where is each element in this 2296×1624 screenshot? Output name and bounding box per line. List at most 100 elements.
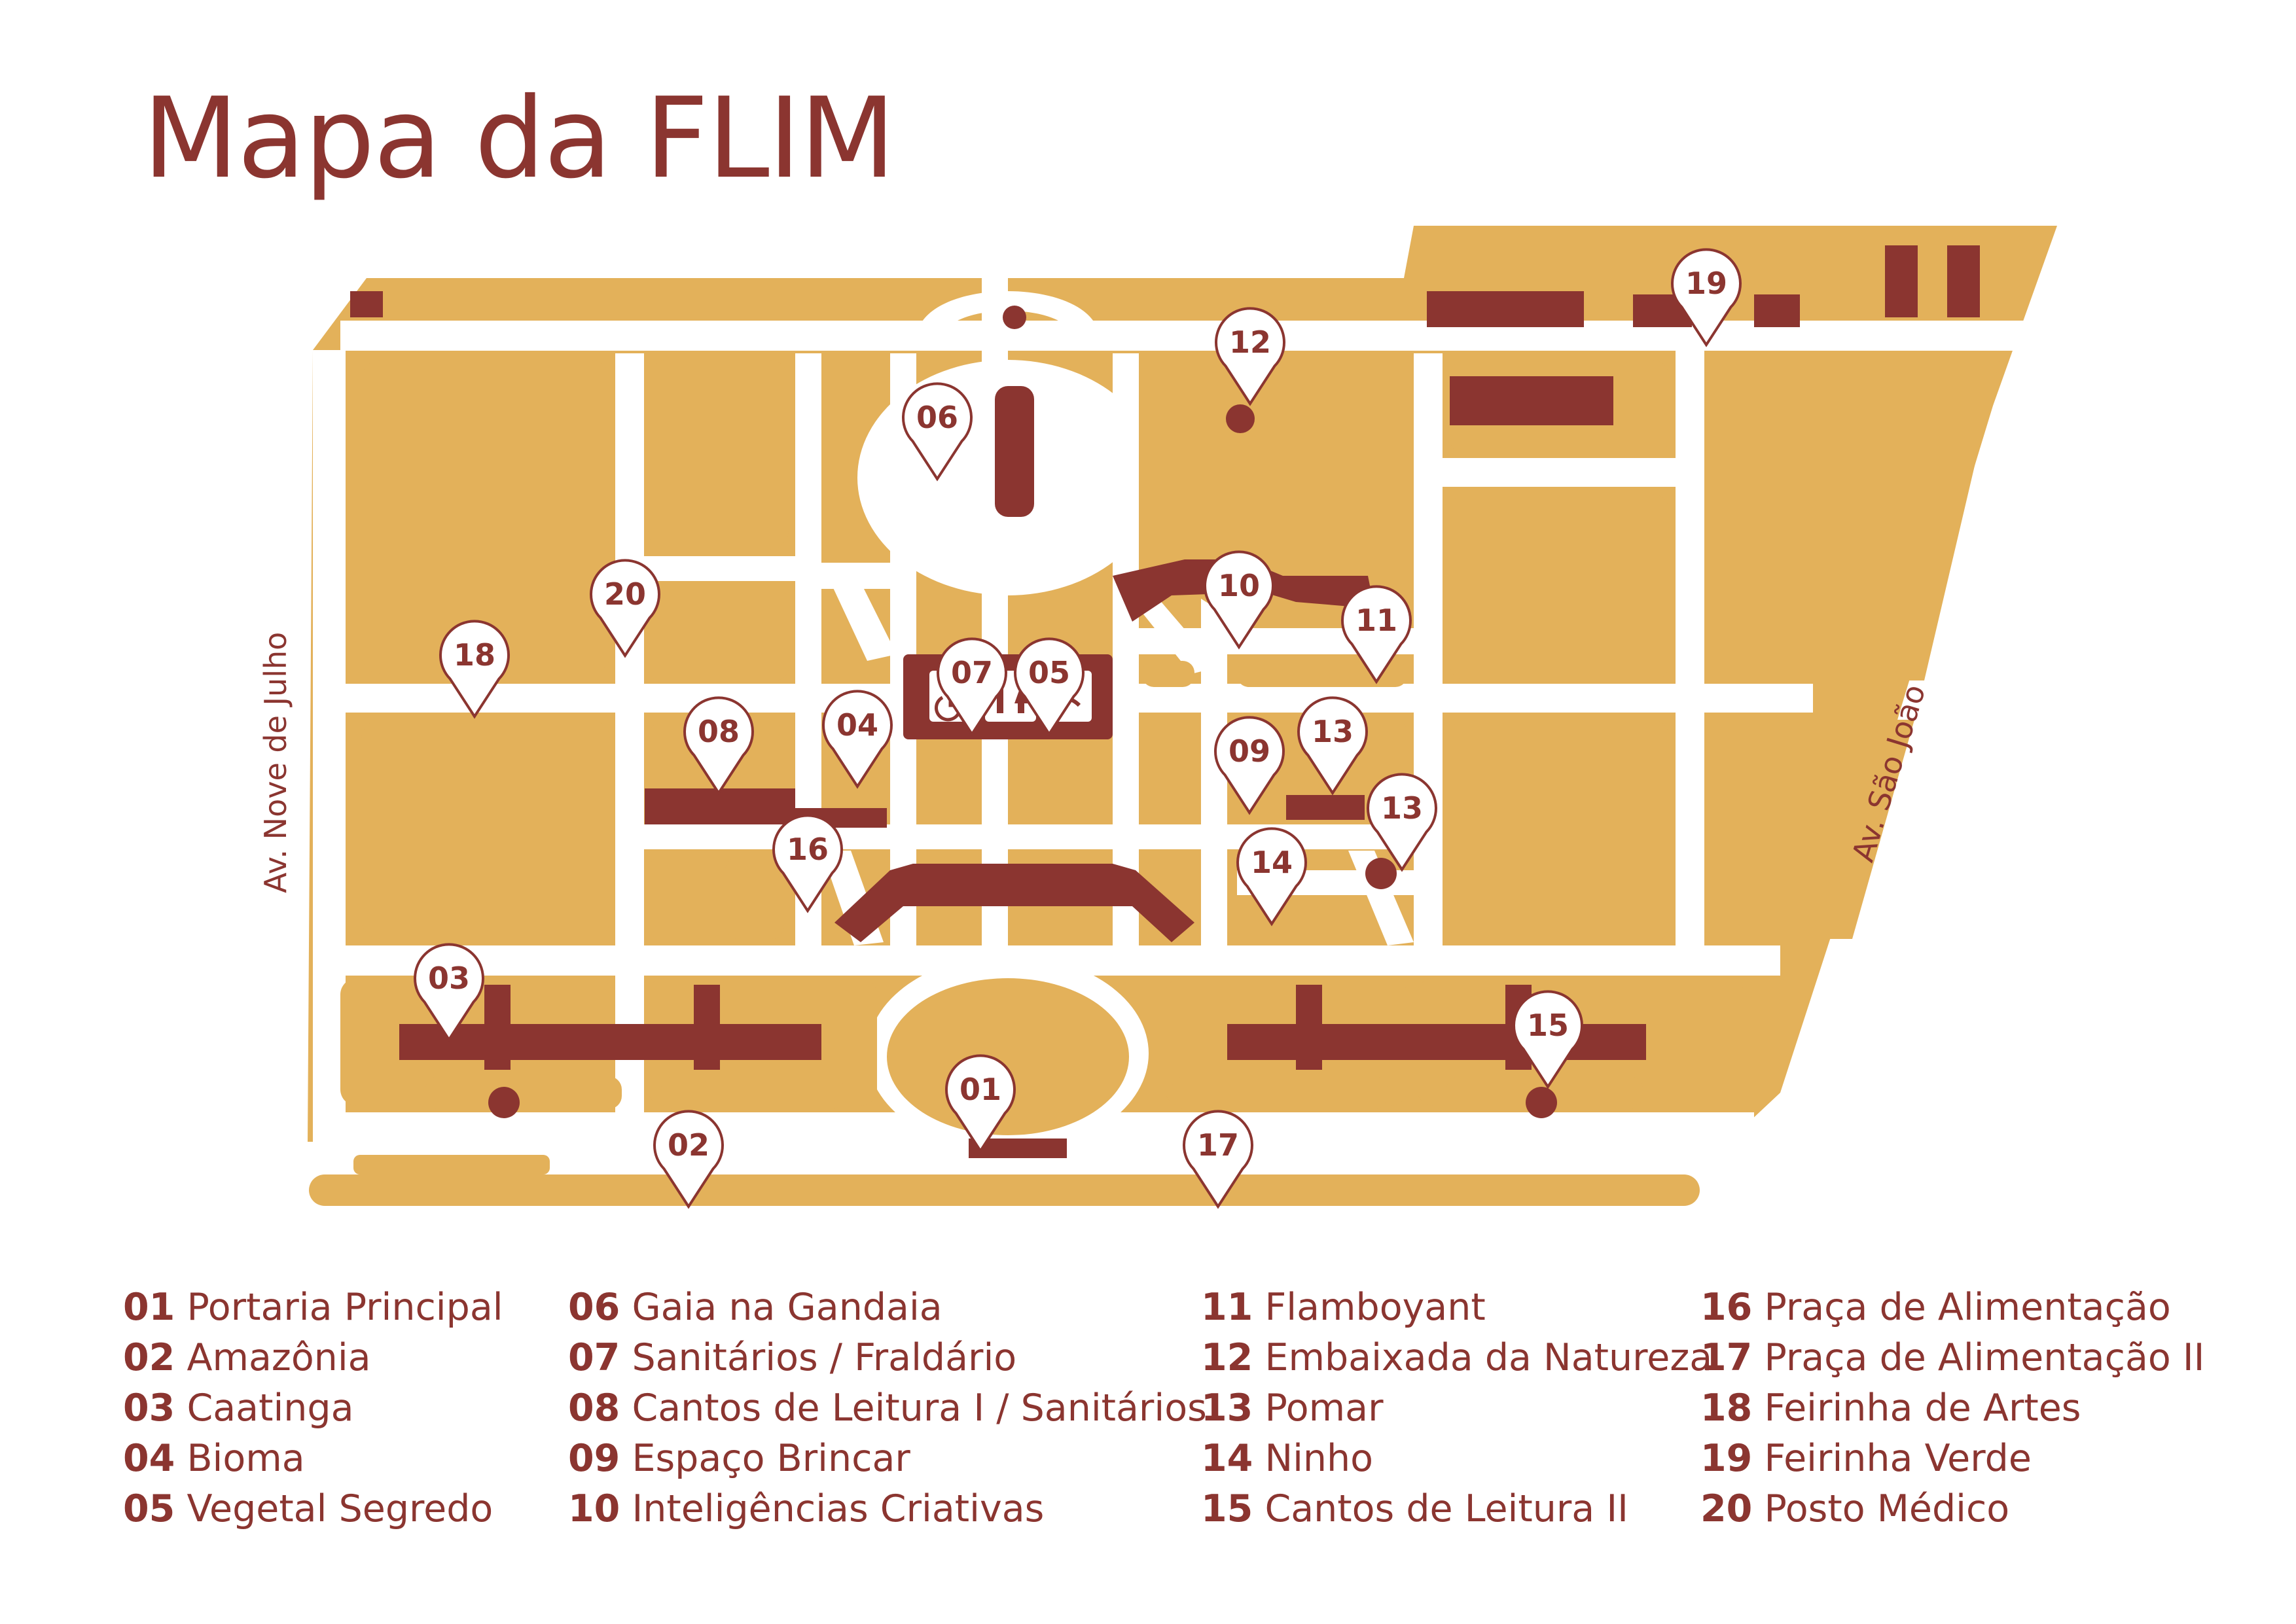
map-pin-icon — [1183, 1110, 1253, 1209]
legend-label: Pomar — [1253, 1386, 1384, 1430]
legend-item-13: 13 Pomar — [1201, 1383, 1712, 1434]
map-pin-icon — [1671, 248, 1742, 347]
pin-label: 04 — [836, 707, 878, 743]
map-pin-icon — [772, 814, 843, 913]
pin-label: 03 — [428, 961, 470, 996]
pin-label: 14 — [1251, 845, 1293, 880]
pin-11[interactable]: 11 — [1341, 585, 1412, 684]
legend-label: Ninho — [1253, 1437, 1374, 1480]
legend-label: Vegetal Segredo — [175, 1487, 493, 1530]
pin-label: 12 — [1229, 325, 1271, 360]
legend-label: Inteligências Criativas — [620, 1487, 1045, 1530]
pin-15[interactable]: 15 — [1513, 990, 1583, 1089]
legend-label: Amazônia — [175, 1336, 371, 1379]
leitura-i-building — [645, 788, 795, 824]
pin-05[interactable]: 05 — [1014, 637, 1085, 737]
pin-04[interactable]: 04 — [822, 690, 893, 789]
pin-13[interactable]: 13 — [1297, 696, 1368, 796]
map-pin-icon — [1341, 585, 1412, 684]
legend-number: 12 — [1201, 1336, 1253, 1379]
legend-label: Praça de Alimentação — [1752, 1286, 2171, 1329]
feirinha-verde-building — [1427, 291, 1584, 327]
legend-number: 19 — [1700, 1437, 1753, 1480]
pin-label: 17 — [1197, 1127, 1239, 1163]
legend-label: Cantos de Leitura I / Sanitários — [620, 1386, 1207, 1430]
pin-03[interactable]: 03 — [414, 943, 484, 1042]
legend-number: 06 — [568, 1286, 620, 1329]
legend-item-17: 17 Praça de Alimentação II — [1700, 1333, 2204, 1383]
buildings — [350, 245, 1980, 1158]
pin-02[interactable]: 02 — [653, 1110, 724, 1209]
legend-number: 18 — [1700, 1386, 1753, 1430]
pin-12[interactable]: 12 — [1215, 307, 1285, 406]
legend-number: 01 — [123, 1286, 175, 1329]
legend-label: Flamboyant — [1253, 1286, 1486, 1329]
pin-01[interactable]: 01 — [945, 1054, 1016, 1154]
map-pin-icon — [653, 1110, 724, 1209]
pin-14[interactable]: 14 — [1236, 827, 1307, 927]
pin-label: 08 — [698, 714, 740, 749]
main-building — [834, 864, 1194, 942]
legend-item-07: 07 Sanitários / Fraldário — [568, 1333, 1207, 1383]
legend-item-05: 05 Vegetal Segredo — [123, 1484, 503, 1534]
pin-08[interactable]: 08 — [683, 696, 754, 796]
legend-label: Posto Médico — [1752, 1487, 2010, 1530]
legend-label: Feirinha de Artes — [1752, 1386, 2081, 1430]
pin-label: 13 — [1381, 790, 1423, 826]
legend-item-02: 02 Amazônia — [123, 1333, 503, 1383]
map-pin-icon — [1215, 307, 1285, 406]
pin-label: 06 — [916, 400, 958, 435]
legend-number: 16 — [1700, 1286, 1753, 1329]
pin-label: 11 — [1355, 603, 1397, 638]
legend-item-09: 09 Espaço Brincar — [568, 1434, 1207, 1484]
map-title: Mapa da FLIM — [143, 74, 895, 203]
legend-item-10: 10 Inteligências Criativas — [568, 1484, 1207, 1534]
pin-06[interactable]: 06 — [902, 382, 973, 482]
map-pin-icon — [1214, 716, 1285, 815]
pin-09[interactable]: 09 — [1214, 716, 1285, 815]
gaia-building — [995, 386, 1034, 517]
legend-number: 09 — [568, 1437, 620, 1480]
pin-label: 19 — [1685, 266, 1727, 301]
map-pin-icon — [439, 620, 510, 719]
legend-item-11: 11 Flamboyant — [1201, 1282, 1712, 1333]
street-label-west: Av. Nove de Julho — [258, 632, 293, 893]
legend-number: 04 — [123, 1437, 175, 1480]
pin-label: 16 — [787, 832, 829, 867]
legend-label: Embaixada da Natureza — [1253, 1336, 1713, 1379]
legend-label: Cantos de Leitura II — [1253, 1487, 1628, 1530]
legend-item-16: 16 Praça de Alimentação — [1700, 1282, 2204, 1333]
legend-item-18: 18 Feirinha de Artes — [1700, 1383, 2204, 1434]
legend-item-04: 04 Bioma — [123, 1434, 503, 1484]
map-pin-icon — [1297, 696, 1368, 796]
map-pin-icon — [937, 637, 1007, 737]
pin-17[interactable]: 17 — [1183, 1110, 1253, 1209]
pin-13[interactable]: 13 — [1367, 773, 1437, 872]
pin-label: 01 — [960, 1072, 1001, 1107]
pin-19[interactable]: 19 — [1671, 248, 1742, 347]
legend-number: 05 — [123, 1487, 175, 1530]
pin-label: 18 — [454, 637, 495, 673]
pin-10[interactable]: 10 — [1204, 550, 1274, 650]
pin-label: 13 — [1312, 714, 1354, 749]
legend-label: Caatinga — [175, 1386, 354, 1430]
map-pin-icon — [945, 1054, 1016, 1154]
pin-20[interactable]: 20 — [590, 559, 660, 658]
map-pin-icon — [1014, 637, 1085, 737]
legend-number: 03 — [123, 1386, 175, 1430]
pin-label: 15 — [1527, 1008, 1569, 1043]
pin-18[interactable]: 18 — [439, 620, 510, 719]
pin-16[interactable]: 16 — [772, 814, 843, 913]
legend-label: Gaia na Gandaia — [620, 1286, 942, 1329]
pin-label: 07 — [951, 655, 993, 690]
pin-07[interactable]: 07 — [937, 637, 1007, 737]
legend-number: 13 — [1201, 1386, 1253, 1430]
legend-label: Portaria Principal — [175, 1286, 503, 1329]
map-pin-icon — [683, 696, 754, 796]
legend-item-06: 06 Gaia na Gandaia — [568, 1282, 1207, 1333]
location-pins: 01 02 03 04 05 06 07 08 09 10 11 12 13 13 14 15 16 17 18 20… — [414, 248, 1742, 1209]
legend-item-12: 12 Embaixada da Natureza — [1201, 1333, 1712, 1383]
